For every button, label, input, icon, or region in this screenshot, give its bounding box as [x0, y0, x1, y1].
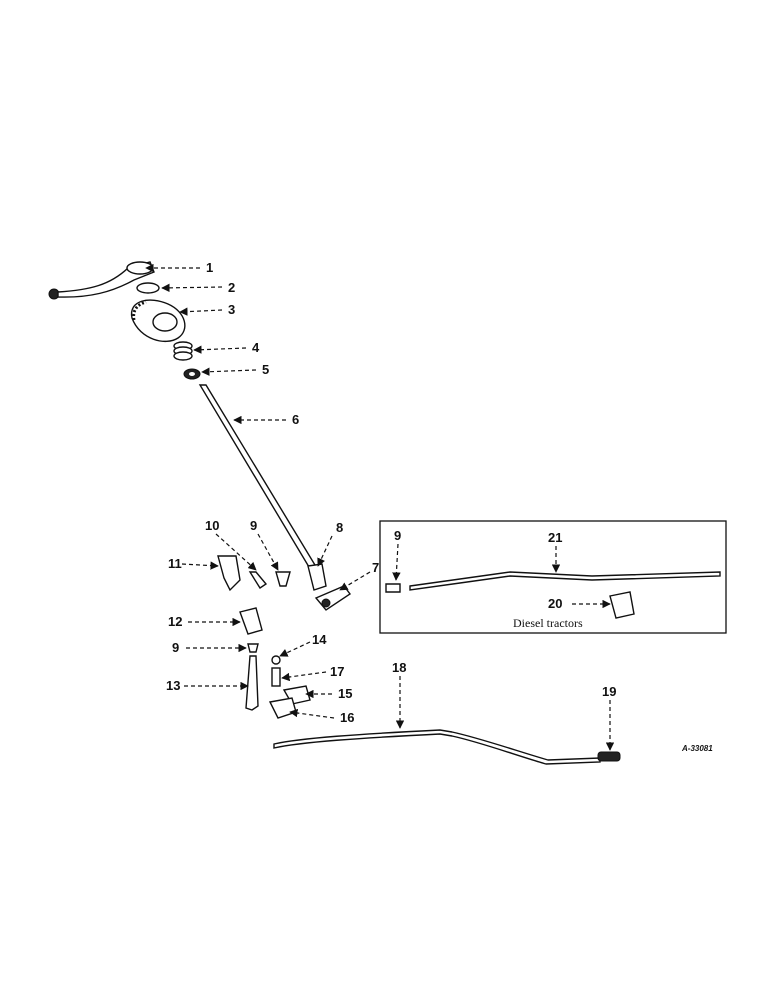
- callout-11: 11: [168, 556, 182, 571]
- callout-12: 12: [168, 614, 182, 629]
- linkage-arm-part: [268, 697, 297, 719]
- nut-part: [183, 368, 201, 380]
- callout-14: 14: [312, 632, 327, 647]
- spring-part: [173, 341, 193, 361]
- pin-part: [275, 571, 291, 587]
- callout-inset-9: 9: [394, 528, 401, 543]
- rod-end-part: [307, 563, 327, 591]
- callout-5: 5: [262, 362, 269, 377]
- callout-15: 15: [338, 686, 352, 701]
- callout-8: 8: [336, 520, 343, 535]
- clip-part: [248, 571, 268, 589]
- callout-4: 4: [252, 340, 260, 355]
- inset-rod-part: [409, 571, 721, 591]
- pin-lower-part: [247, 643, 259, 653]
- quadrant-part: [130, 299, 186, 342]
- hand-lever-part: [48, 261, 155, 300]
- bracket-part: [217, 555, 241, 592]
- shaft-rod-part: [198, 384, 320, 573]
- reference-code: A-33081: [681, 744, 713, 753]
- callout-7: 7: [372, 560, 379, 575]
- callout-13: 13: [166, 678, 180, 693]
- callout-2: 2: [228, 280, 235, 295]
- diesel-inset-box: [379, 520, 727, 634]
- callout-19: 19: [602, 684, 616, 699]
- linkage-spring-part: [271, 667, 281, 687]
- arm-part: [239, 607, 263, 635]
- callout-18: 18: [392, 660, 406, 675]
- callout-3: 3: [228, 302, 235, 317]
- leader-lines: [145, 263, 615, 751]
- inset-caption: Diesel tractors: [513, 616, 583, 630]
- callout-1: 1: [206, 260, 213, 275]
- linkage-pin-part: [271, 655, 281, 665]
- lever-arm-part: [314, 585, 352, 611]
- inset-pin-part: [385, 583, 401, 593]
- washer-part: [136, 282, 160, 294]
- callout-9: 9: [250, 518, 257, 533]
- vertical-rod-part: [245, 655, 259, 711]
- callout-numbers: 1 2 3 4 5 6 7 8 9 10 11 12 9 13 14 15 16…: [166, 260, 616, 725]
- callout-20: 20: [548, 596, 562, 611]
- callout-10: 10: [205, 518, 219, 533]
- sleeve-part: [597, 751, 621, 762]
- inset-bracket-part: [609, 591, 635, 619]
- callout-17: 17: [330, 664, 344, 679]
- callout-6: 6: [292, 412, 299, 427]
- callout-21: 21: [548, 530, 562, 545]
- callout-9-lower: 9: [172, 640, 179, 655]
- drag-link-part: [273, 729, 601, 765]
- callout-16: 16: [340, 710, 354, 725]
